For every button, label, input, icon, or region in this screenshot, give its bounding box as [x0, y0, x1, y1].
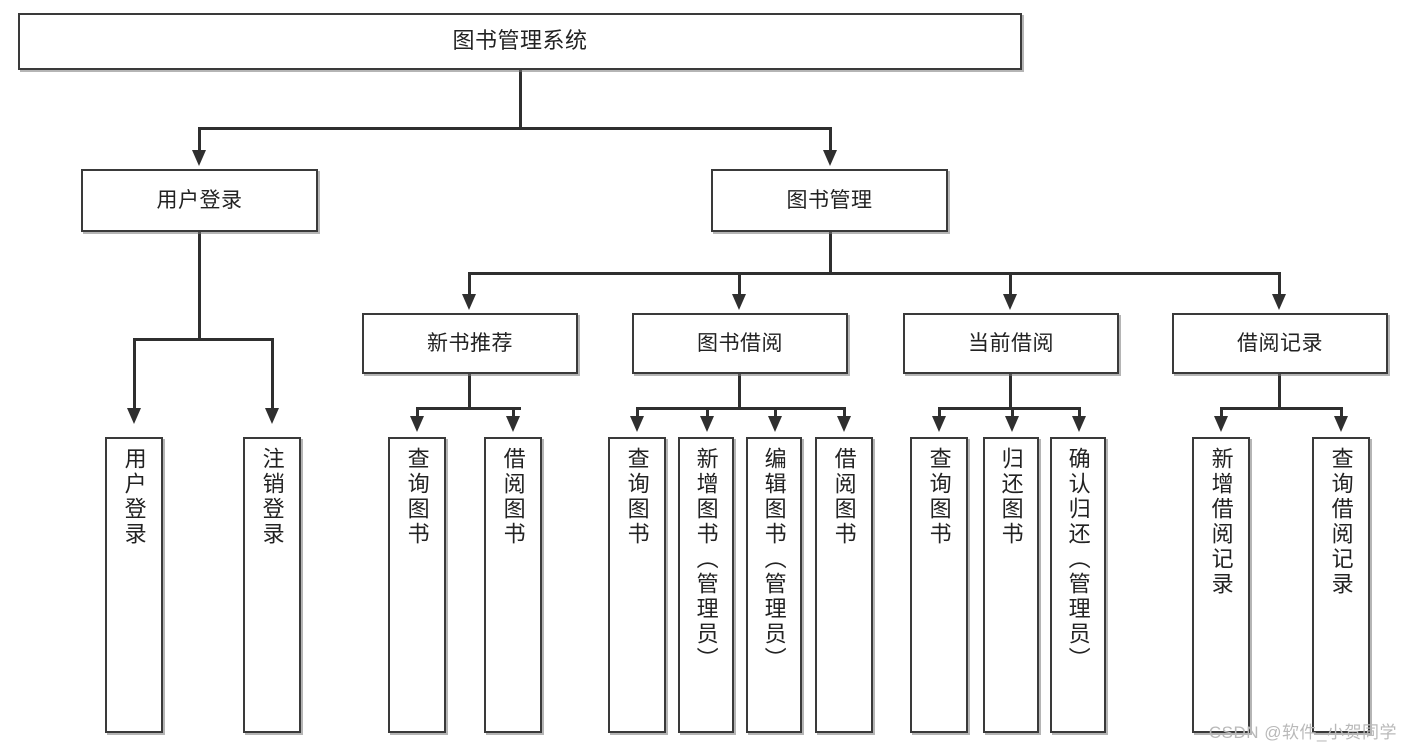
connector-user-login-bus [133, 338, 272, 341]
leaf-user-login-logout[interactable]: 注销登录 [243, 437, 301, 733]
leaf-borrow-record-add[interactable]: 新增借阅记录 [1192, 437, 1250, 733]
arrowhead-curborrow-2 [1005, 416, 1019, 432]
connector-book-borrow-bus [636, 407, 845, 410]
leaf-current-borrow-return[interactable]: 归还图书 [983, 437, 1039, 733]
node-label: 新增借阅记录 [1208, 447, 1234, 597]
connector-drop-current-borrow [1009, 272, 1012, 296]
connector-new-book-trunk [468, 374, 471, 407]
connector-drop-bookborrow-2 [706, 407, 709, 418]
connector-drop-login-2 [271, 338, 274, 410]
node-label: 查询图书 [404, 447, 430, 547]
node-current-borrow[interactable]: 当前借阅 [903, 313, 1119, 374]
arrowhead-book-manage [823, 150, 837, 166]
node-label: 借阅记录 [1237, 331, 1323, 355]
node-label: 当前借阅 [968, 331, 1054, 355]
leaf-book-borrow-add[interactable]: 新增图书（管理员） [678, 437, 734, 733]
connector-drop-book-manage [829, 127, 832, 152]
connector-current-borrow-bus [938, 407, 1080, 410]
node-root-system[interactable]: 图书管理系统 [18, 13, 1022, 70]
node-borrow-record[interactable]: 借阅记录 [1172, 313, 1388, 374]
node-book-manage[interactable]: 图书管理 [711, 169, 948, 232]
node-label: 图书管理 [786, 188, 873, 212]
leaf-new-book-query[interactable]: 查询图书 [388, 437, 446, 733]
leaf-book-borrow-borrow[interactable]: 借阅图书 [815, 437, 873, 733]
node-new-book-recommend[interactable]: 新书推荐 [362, 313, 578, 374]
arrowhead-login-2 [265, 408, 279, 424]
connector-drop-bookborrow-3 [774, 407, 777, 418]
leaf-new-book-borrow[interactable]: 借阅图书 [484, 437, 542, 733]
connector-drop-login-1 [133, 338, 136, 410]
connector-drop-curborrow-1 [938, 407, 941, 418]
node-label: 借阅图书 [500, 447, 526, 547]
arrowhead-curborrow-3 [1072, 416, 1086, 432]
node-label: 注销登录 [259, 447, 285, 547]
node-label: 查询借阅记录 [1328, 447, 1354, 597]
node-label: 归还图书 [998, 447, 1024, 547]
leaf-current-borrow-query[interactable]: 查询图书 [910, 437, 968, 733]
arrowhead-user-login [192, 150, 206, 166]
leaf-current-borrow-confirm[interactable]: 确认归还（管理员） [1050, 437, 1106, 733]
connector-root-bus [198, 127, 831, 130]
leaf-book-borrow-query[interactable]: 查询图书 [608, 437, 666, 733]
leaf-book-borrow-edit[interactable]: 编辑图书（管理员） [746, 437, 802, 733]
arrowhead-record-2 [1334, 416, 1348, 432]
node-label: 图书借阅 [697, 331, 783, 355]
node-label: 用户登录 [156, 188, 243, 212]
arrowhead-bookborrow-3 [768, 416, 782, 432]
arrowhead-login-1 [127, 408, 141, 424]
connector-drop-bookborrow-1 [636, 407, 639, 418]
connector-current-borrow-trunk [1009, 374, 1012, 407]
arrowhead-curborrow-1 [932, 416, 946, 432]
connector-drop-record-1 [1220, 407, 1223, 418]
leaf-borrow-record-query[interactable]: 查询借阅记录 [1312, 437, 1370, 733]
node-label: 用户登录 [121, 447, 147, 547]
connector-book-borrow-trunk [738, 374, 741, 407]
node-label: 新书推荐 [427, 331, 513, 355]
connector-book-manage-trunk [829, 232, 832, 272]
arrowhead-newbook-2 [506, 416, 520, 432]
connector-drop-new-book [468, 272, 471, 296]
node-label: 查询图书 [624, 447, 650, 547]
arrowhead-book-borrow [732, 294, 746, 310]
connector-root-trunk [519, 70, 522, 127]
arrowhead-bookborrow-1 [630, 416, 644, 432]
arrowhead-current-borrow [1003, 294, 1017, 310]
connector-drop-curborrow-2 [1011, 407, 1014, 418]
connector-drop-curborrow-3 [1078, 407, 1081, 418]
connector-borrow-record-trunk [1278, 374, 1281, 407]
connector-book-manage-bus [468, 272, 1280, 275]
connector-drop-user-login [198, 127, 201, 152]
node-label: 编辑图书（管理员） [761, 447, 787, 672]
arrowhead-new-book [462, 294, 476, 310]
connector-drop-record-2 [1340, 407, 1343, 418]
connector-drop-newbook-1 [416, 407, 419, 418]
watermark-text: CSDN @软件_小贺同学 [1208, 723, 1397, 742]
node-label: 图书管理系统 [452, 28, 588, 54]
connector-drop-newbook-2 [512, 407, 515, 418]
node-label: 新增图书（管理员） [693, 447, 719, 672]
arrowhead-newbook-1 [410, 416, 424, 432]
connector-new-book-bus [416, 407, 521, 410]
connector-borrow-record-bus [1220, 407, 1342, 410]
arrowhead-borrow-record [1272, 294, 1286, 310]
arrowhead-bookborrow-2 [700, 416, 714, 432]
connector-drop-bookborrow-4 [843, 407, 846, 418]
arrowhead-record-1 [1214, 416, 1228, 432]
connector-user-login-trunk [198, 232, 201, 338]
leaf-user-login-login[interactable]: 用户登录 [105, 437, 163, 733]
node-label: 查询图书 [926, 447, 952, 547]
node-label: 借阅图书 [831, 447, 857, 547]
connector-drop-borrow-record [1278, 272, 1281, 296]
node-user-login[interactable]: 用户登录 [81, 169, 318, 232]
node-book-borrow[interactable]: 图书借阅 [632, 313, 848, 374]
node-label: 确认归还（管理员） [1065, 447, 1091, 672]
connector-drop-book-borrow [738, 272, 741, 296]
arrowhead-bookborrow-4 [837, 416, 851, 432]
